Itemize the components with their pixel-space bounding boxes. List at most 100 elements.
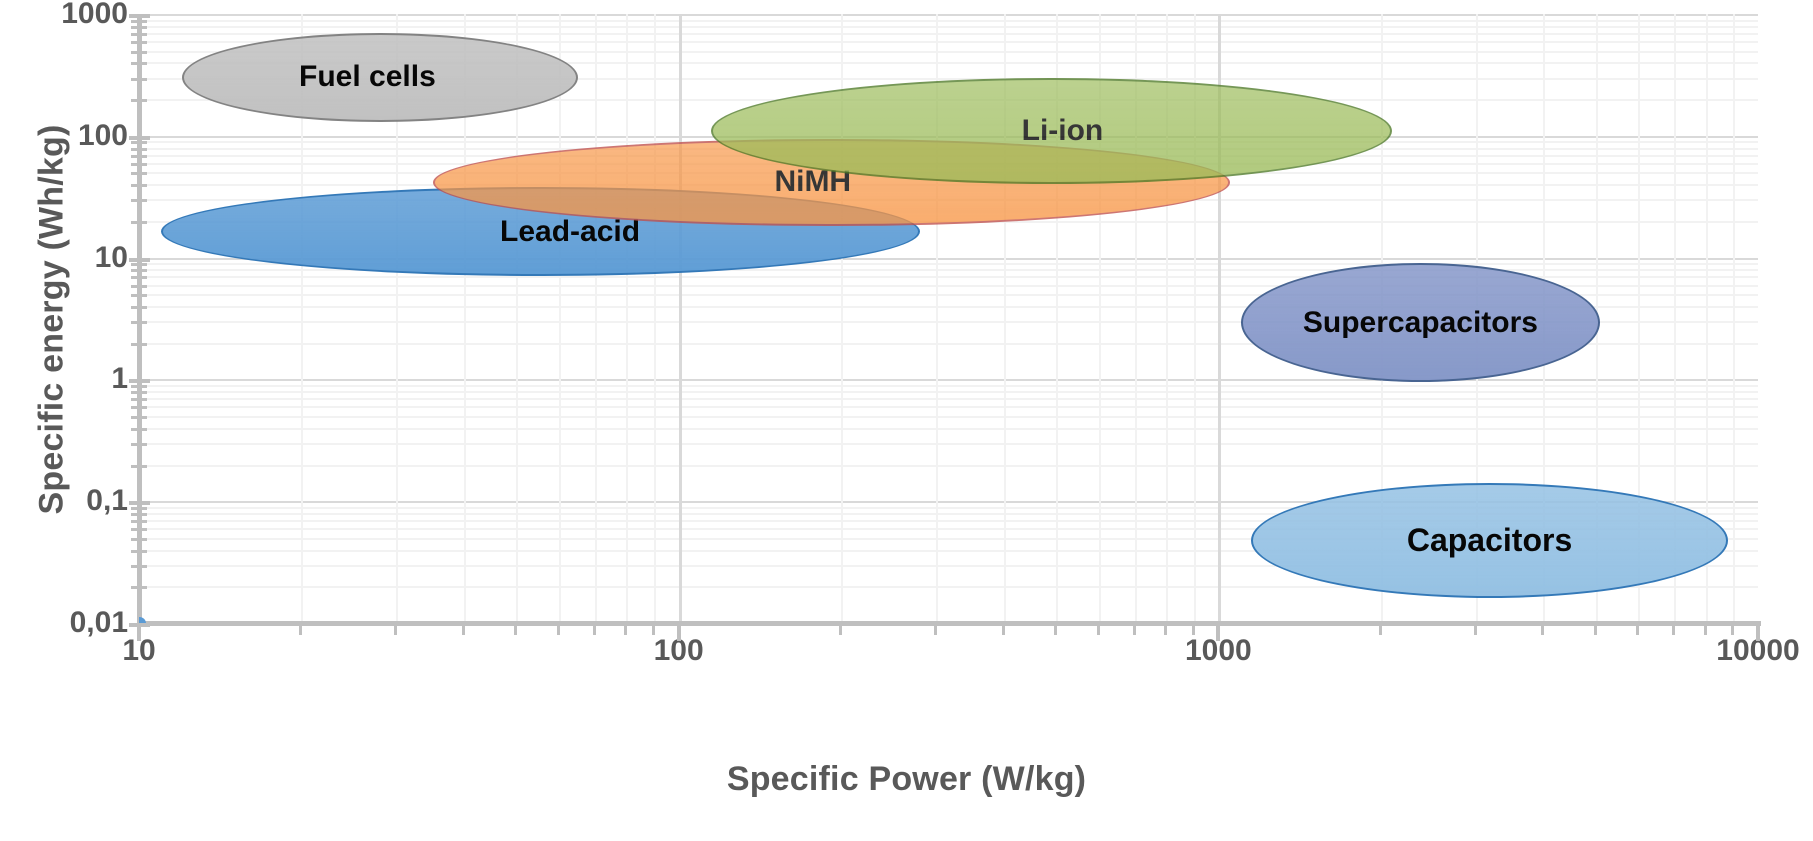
x-tick-mark [1164,622,1168,635]
x-tick-mark [839,622,843,635]
y-tick-mark [131,50,147,54]
x-tick-mark [556,622,560,635]
y-tick-mark [131,41,147,45]
gridline-horizontal [139,19,1758,22]
x-axis-line [137,621,1761,626]
gridline-horizontal [139,384,1758,387]
region-ellipse-li-ion: Li-ion [711,77,1393,185]
gridline-vertical [1733,14,1736,623]
gridline-vertical [463,14,466,623]
gridline-horizontal [139,528,1758,531]
gridline-horizontal [139,391,1758,394]
y-tick-mark [131,269,147,273]
y-tick-mark [129,379,150,384]
y-tick-mark [129,135,150,140]
region-label: Supercapacitors [1302,305,1538,339]
gridline-vertical [1098,14,1101,623]
gridline-horizontal [139,379,1758,382]
y-tick-mark [131,294,147,298]
y-tick-mark [131,342,147,346]
x-tick-mark [394,622,398,635]
gridline-horizontal [139,506,1758,509]
region-ellipse-supercapacitors: Supercapacitors [1240,263,1601,383]
y-tick-mark [131,549,147,553]
gridline-horizontal [139,294,1758,297]
x-tick-mark [1541,622,1545,635]
y-tick-mark [131,25,147,29]
gridline-vertical [595,14,598,623]
gridline-vertical [1166,14,1169,623]
y-tick-label: 1 [111,362,128,396]
y-tick-mark [131,464,147,468]
x-tick-mark [1001,622,1005,635]
gridline-horizontal [139,62,1758,65]
y-tick-mark [131,406,147,410]
y-tick-mark [131,141,147,145]
y-tick-label: 0,01 [69,606,128,639]
x-tick-mark [1636,622,1640,635]
x-axis-title: Specific Power (W/kg) [726,760,1087,798]
y-tick-mark [131,306,147,310]
gridline-horizontal [139,263,1758,266]
gridline-vertical [516,14,519,623]
x-tick-mark [461,622,465,635]
region-ellipse-capacitors: Capacitors [1251,483,1729,599]
y-tick-mark [129,257,150,262]
gridline-horizontal [139,276,1758,279]
gridline-vertical [301,14,304,623]
y-tick-mark [129,14,150,18]
region-label: Capacitors [1406,522,1573,559]
y-tick-label: 10 [94,240,128,274]
gridline-vertical [558,14,561,623]
x-tick-mark [514,622,518,635]
y-tick-mark [129,501,150,506]
y-tick-mark [131,32,147,36]
y-tick-mark [131,276,147,280]
gridline-horizontal [139,284,1758,287]
x-tick-mark [624,622,628,635]
gridline-vertical [1218,14,1222,623]
gridline-horizontal [139,32,1758,35]
y-tick-mark [131,520,147,524]
y-tick-mark [131,284,147,288]
y-tick-mark [131,513,147,516]
gridline-horizontal [139,321,1758,324]
gridline-horizontal [139,564,1758,567]
y-tick-mark [131,427,147,431]
y-tick-mark [131,537,147,541]
y-tick-mark [131,586,147,590]
gridline-vertical [1193,14,1196,623]
x-tick-mark [1216,622,1221,641]
gridline-horizontal [139,14,1758,16]
x-tick-mark [676,622,681,641]
gridline-vertical [1003,14,1006,623]
gridline-horizontal [139,306,1758,309]
gridline-horizontal [139,25,1758,28]
x-tick-mark [1191,622,1195,635]
x-tick-mark [651,622,655,635]
y-tick-mark [131,162,147,166]
y-tick-mark [131,77,147,81]
gridline-vertical [936,14,939,623]
region-label: Li-ion [1021,113,1104,147]
y-tick-mark [131,99,147,103]
x-tick-mark [1756,622,1760,641]
region-ellipse-fuel-cells: Fuel cells [181,32,578,122]
y-tick-label: 100 [77,118,128,152]
y-tick-mark [131,398,147,402]
gridline-horizontal [139,406,1758,409]
gridline-horizontal [139,257,1758,260]
x-tick-mark [1473,622,1477,635]
y-tick-mark [131,528,147,532]
y-tick-mark [131,443,147,447]
gridline-vertical [678,14,682,623]
gridline-horizontal [139,586,1758,589]
y-tick-mark [131,416,147,420]
x-tick-mark [1096,622,1100,635]
gridline-horizontal [139,77,1758,80]
x-tick-mark [1378,622,1382,635]
gridline-horizontal [139,269,1758,272]
y-tick-label: 0,1 [86,484,128,518]
